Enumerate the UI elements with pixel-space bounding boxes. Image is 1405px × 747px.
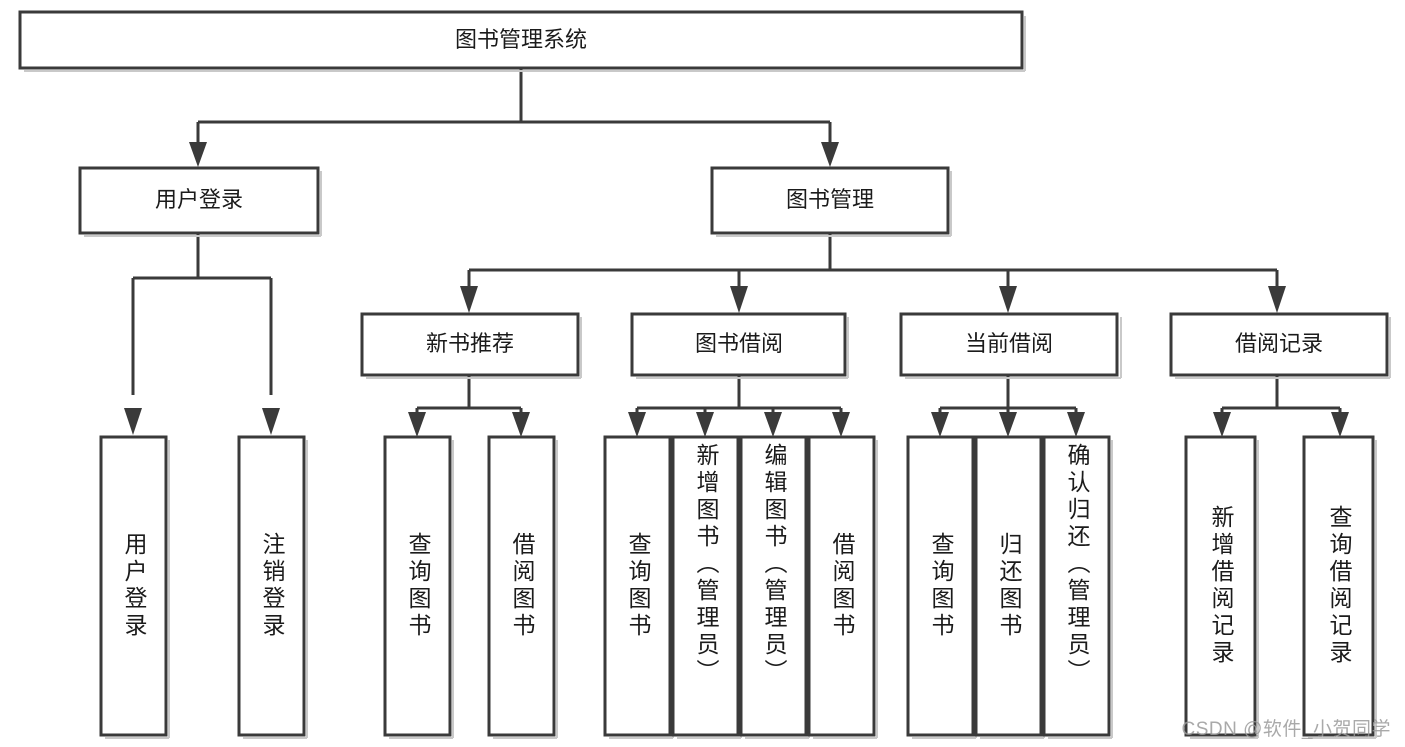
leaf-box-return-book[interactable] <box>974 435 1043 737</box>
new-book-recommend-label: 新书推荐 <box>426 331 514 356</box>
node-current-borrow[interactable]: 当前借阅 <box>899 312 1122 379</box>
new-book-recommend-box[interactable] <box>360 312 580 377</box>
current-borrow-box[interactable] <box>899 312 1119 377</box>
leaf-box-query-book-1[interactable] <box>383 435 452 737</box>
leaf-box-group-book-borrow <box>603 435 878 739</box>
leaf-box-confirm-return-admin[interactable] <box>1042 435 1111 737</box>
borrow-record-box[interactable] <box>1169 312 1389 377</box>
leaf-box-user-login[interactable] <box>99 435 168 737</box>
book-borrow-label: 图书借阅 <box>695 331 783 356</box>
connector-book-manage-to-level3 <box>460 233 1286 313</box>
node-book-borrow[interactable]: 图书借阅 <box>630 312 849 379</box>
leaf-box-query-book-3[interactable] <box>906 435 975 737</box>
connector-user-login-to-leaves <box>124 233 280 435</box>
leaf-box-borrow-book-2[interactable] <box>807 435 876 737</box>
leaf-box-borrow-book-1[interactable] <box>487 435 556 737</box>
node-new-book-recommend[interactable]: 新书推荐 <box>360 312 582 379</box>
leaf-box-group-borrow-record <box>1184 435 1377 739</box>
arrow-to-user-login <box>189 142 207 167</box>
root-label: 图书管理系统 <box>455 27 587 52</box>
connector-new-book-to-leaves <box>408 375 530 437</box>
leaf-box-group-current-borrow <box>906 435 1113 739</box>
connector-current-borrow-to-leaves <box>931 375 1085 437</box>
root-box[interactable] <box>18 10 1024 70</box>
book-borrow-box[interactable] <box>630 312 847 377</box>
leaf-box-add-book-admin[interactable] <box>671 435 740 737</box>
leaf-box-add-borrow-record[interactable] <box>1184 435 1257 737</box>
node-user-login[interactable]: 用户登录 <box>78 166 322 237</box>
connector-borrow-record-to-leaves <box>1213 375 1349 437</box>
connector-book-borrow-to-leaves <box>628 375 850 437</box>
book-manage-box[interactable] <box>710 166 950 235</box>
user-login-label: 用户登录 <box>155 187 243 212</box>
leaf-box-query-book-2[interactable] <box>603 435 672 737</box>
node-borrow-record[interactable]: 借阅记录 <box>1169 312 1391 379</box>
connector-root-to-level2 <box>189 68 839 167</box>
leaf-box-group-new-book <box>383 435 558 739</box>
node-root-system[interactable]: 图书管理系统 <box>18 10 1026 72</box>
leaf-box-group-user-login <box>99 435 308 739</box>
book-manage-label: 图书管理 <box>786 187 874 212</box>
arrow-to-book-manage <box>821 142 839 167</box>
current-borrow-label: 当前借阅 <box>965 331 1053 356</box>
leaf-box-query-borrow-record[interactable] <box>1302 435 1375 737</box>
node-book-manage[interactable]: 图书管理 <box>710 166 952 237</box>
user-login-box[interactable] <box>78 166 320 235</box>
borrow-record-label: 借阅记录 <box>1235 331 1323 356</box>
leaf-box-edit-book-admin[interactable] <box>739 435 808 737</box>
leaf-box-logout[interactable] <box>237 435 306 737</box>
